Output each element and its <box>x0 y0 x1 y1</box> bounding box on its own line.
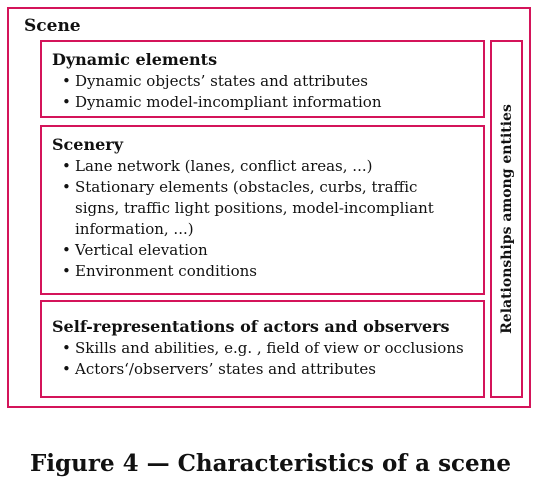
dynamic-elements-box: Dynamic elements Dynamic objects’ states… <box>40 40 485 118</box>
list-item: Lane network (lanes, conflict areas, ...… <box>62 156 483 177</box>
list-item: Vertical elevation <box>62 240 483 261</box>
list-item: Dynamic objects’ states and attributes <box>62 71 483 92</box>
list-item: Dynamic model-incompliant information <box>62 92 483 113</box>
self-representations-list: Skills and abilities, e.g. , field of vi… <box>42 338 483 380</box>
list-item: Stationary elements (obstacles, curbs, t… <box>62 177 450 240</box>
dynamic-elements-title: Dynamic elements <box>52 50 218 69</box>
self-representations-box: Self-representations of actors and obser… <box>40 300 485 398</box>
scenery-list: Lane network (lanes, conflict areas, ...… <box>42 156 483 282</box>
list-item: Environment conditions <box>62 261 483 282</box>
list-item: Skills and abilities, e.g. , field of vi… <box>62 338 483 359</box>
relationships-box: Relationships among entities <box>490 40 523 398</box>
list-item: Actors‘/observers’ states and attributes <box>62 359 483 380</box>
relationships-label: Relationships among entities <box>498 104 515 334</box>
self-representations-title: Self-representations of actors and obser… <box>52 317 450 336</box>
scene-title: Scene <box>24 16 81 36</box>
dynamic-elements-list: Dynamic objects’ states and attributes D… <box>42 71 483 113</box>
scenery-title: Scenery <box>52 135 124 154</box>
scenery-box: Scenery Lane network (lanes, conflict ar… <box>40 125 485 295</box>
figure-caption: Figure 4 — Characteristics of a scene <box>29 450 512 477</box>
